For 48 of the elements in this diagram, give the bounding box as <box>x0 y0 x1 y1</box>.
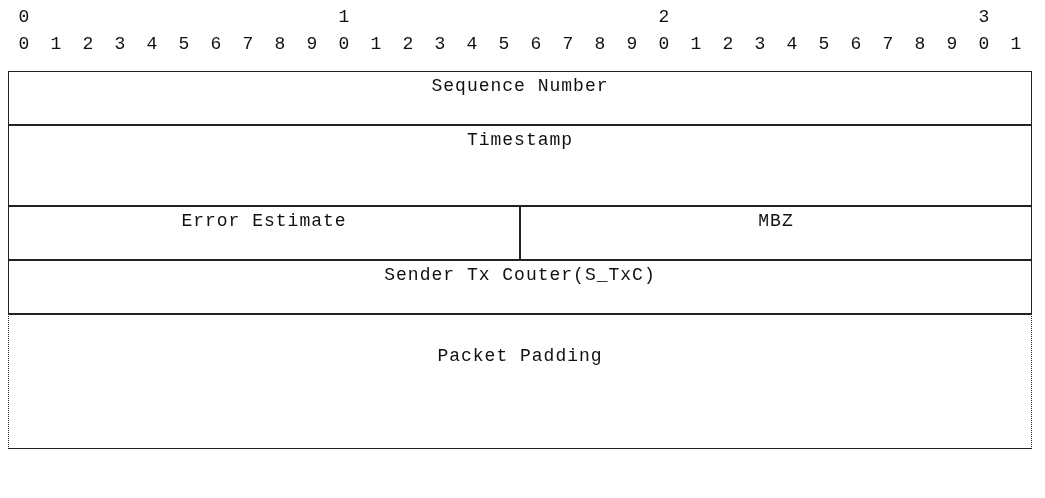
field-name: Packet Padding <box>436 346 604 366</box>
bit-number: 8 <box>593 34 607 54</box>
bit-number: 0 <box>977 34 991 54</box>
field-name: Sequence Number <box>430 76 610 96</box>
packet-field <box>8 125 1032 206</box>
bit-number: 9 <box>945 34 959 54</box>
bit-number: 1 <box>689 34 703 54</box>
bit-number: 2 <box>721 34 735 54</box>
bit-number: 2 <box>401 34 415 54</box>
bit-number: 6 <box>209 34 223 54</box>
bit-number: 9 <box>305 34 319 54</box>
decade-number: 2 <box>657 7 671 27</box>
bit-number: 0 <box>337 34 351 54</box>
bit-number: 5 <box>177 34 191 54</box>
bit-number: 1 <box>49 34 63 54</box>
bit-number: 0 <box>17 34 31 54</box>
bit-number: 7 <box>241 34 255 54</box>
bit-number: 3 <box>753 34 767 54</box>
field-name: Timestamp <box>465 130 575 150</box>
field-name: Sender Tx Couter(S_TxC) <box>383 265 657 285</box>
decade-number: 1 <box>337 7 351 27</box>
bit-number: 8 <box>913 34 927 54</box>
packet-field <box>8 260 1032 314</box>
bit-number: 9 <box>625 34 639 54</box>
field-name: MBZ <box>757 211 795 231</box>
field-name: Error Estimate <box>180 211 348 231</box>
bit-number: 5 <box>497 34 511 54</box>
bit-number: 3 <box>433 34 447 54</box>
bit-number: 3 <box>113 34 127 54</box>
bit-number: 1 <box>1009 34 1023 54</box>
packet-field <box>8 206 520 260</box>
packet-field <box>520 206 1032 260</box>
bit-number: 2 <box>81 34 95 54</box>
bit-number: 6 <box>849 34 863 54</box>
packet-field <box>8 71 1032 125</box>
bit-number: 7 <box>881 34 895 54</box>
bit-number: 0 <box>657 34 671 54</box>
bit-number: 5 <box>817 34 831 54</box>
bit-number: 4 <box>145 34 159 54</box>
bit-number: 4 <box>785 34 799 54</box>
decade-number: 3 <box>977 7 991 27</box>
decade-number: 0 <box>17 7 31 27</box>
bit-number: 4 <box>465 34 479 54</box>
bit-number: 1 <box>369 34 383 54</box>
bit-number: 7 <box>561 34 575 54</box>
bit-number: 8 <box>273 34 287 54</box>
packet-field <box>8 314 1032 449</box>
bit-number: 6 <box>529 34 543 54</box>
